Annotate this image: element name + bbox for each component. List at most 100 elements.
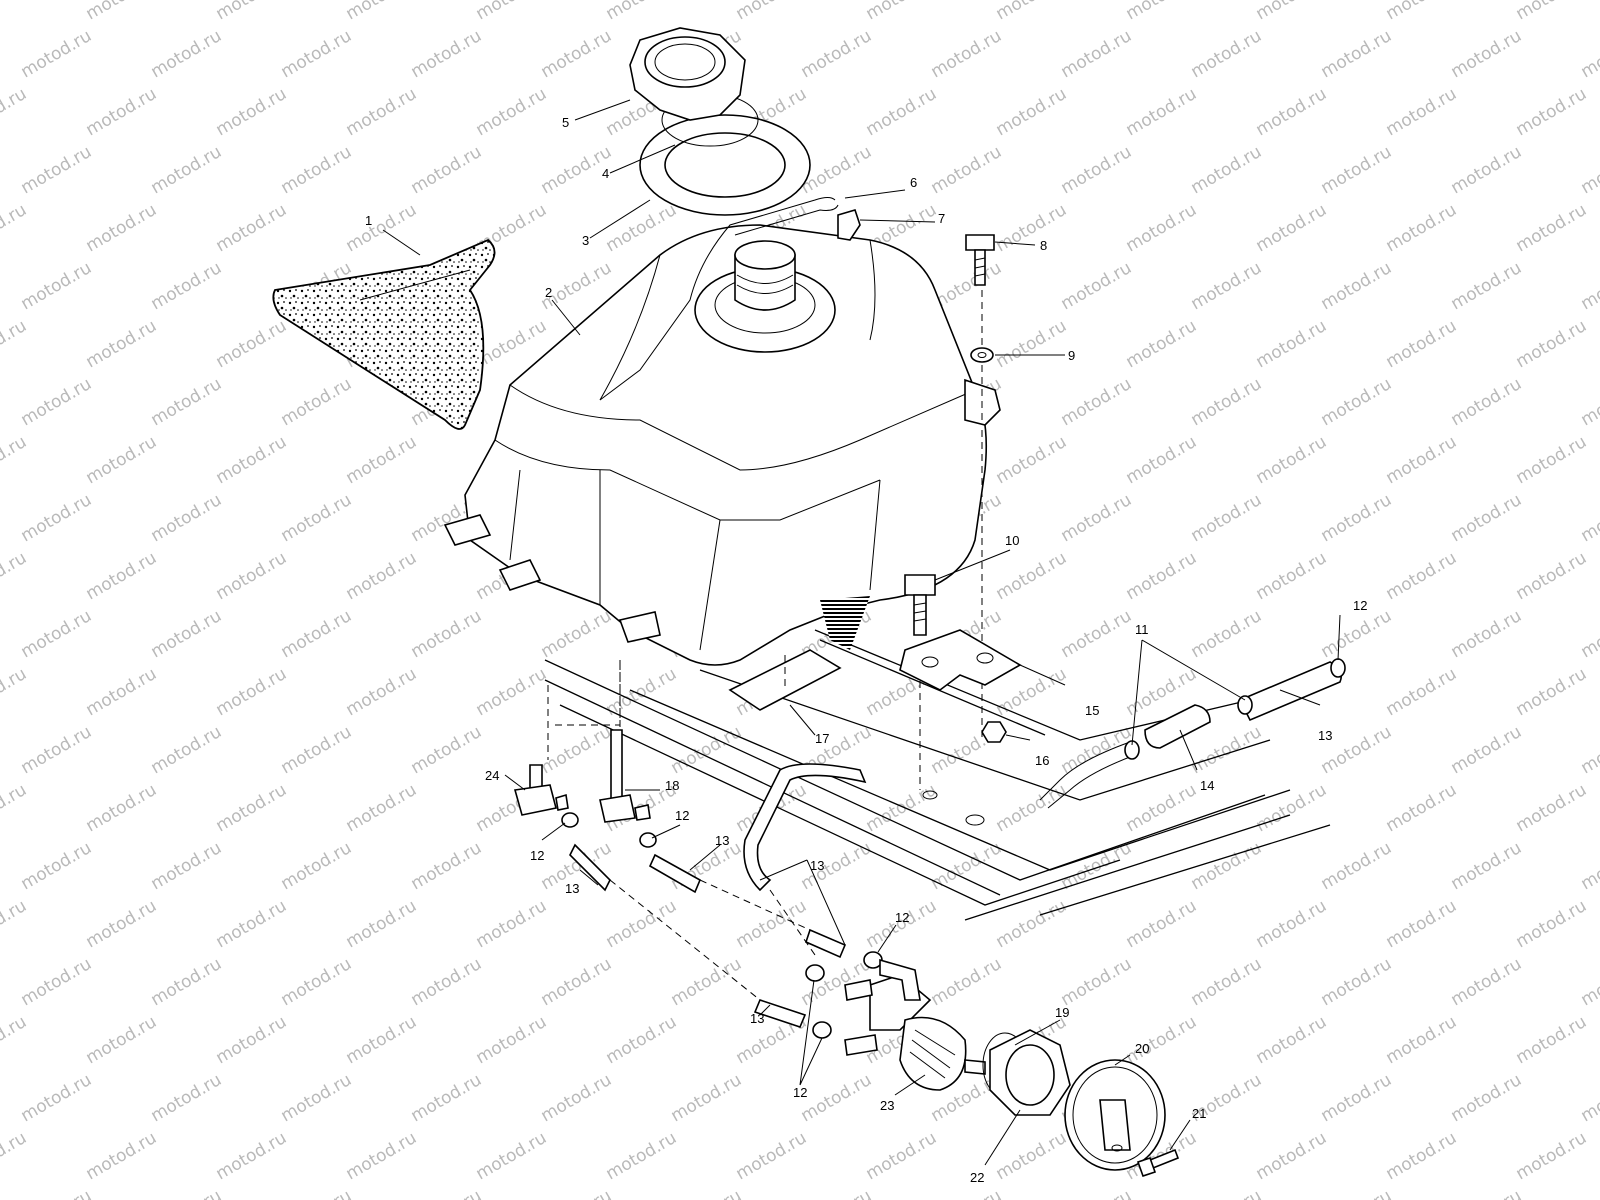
watermark-text: motod.ru — [408, 26, 486, 82]
watermark-text: motod.ru — [993, 548, 1071, 604]
watermark-text: motod.ru — [18, 490, 96, 546]
watermark-text: motod.ru — [473, 896, 551, 952]
watermark-text: motod.ru — [1383, 84, 1461, 140]
watermark-text: motod.ru — [798, 1070, 876, 1126]
watermark-text: motod.ru — [1513, 1128, 1591, 1184]
watermark-text: motod.ru — [1318, 374, 1396, 430]
watermark-text: motod.ru — [148, 26, 226, 82]
watermark-text: motod.ru — [1188, 954, 1266, 1010]
watermark-text: motod.ru — [343, 780, 421, 836]
watermark-text: motod.ru — [343, 200, 421, 256]
callout-7: 7 — [938, 211, 945, 226]
watermark-text: motod.ru — [1578, 258, 1600, 314]
watermark-text: motod.ru — [1448, 374, 1526, 430]
watermark-text: motod.ru — [18, 1186, 96, 1200]
watermark-text: motod.ru — [83, 664, 161, 720]
watermark-text: motod.ru — [733, 1128, 811, 1184]
watermark-text: motod.ru — [1058, 1186, 1136, 1200]
callout-labels: 1 2 3 4 5 6 7 8 9 10 11 12 12 12 12 12 1… — [365, 115, 1367, 1185]
watermark-text: motod.ru — [148, 142, 226, 198]
watermark-text: motod.ru — [538, 1070, 616, 1126]
bolt — [965, 234, 995, 286]
callout-2: 2 — [545, 285, 552, 300]
watermark-text: motod.ru — [928, 1186, 1006, 1200]
watermark-text: motod.ru — [1578, 722, 1600, 778]
watermark-text: motod.ru — [0, 0, 30, 24]
watermark-text: motod.ru — [213, 200, 291, 256]
watermark-text: motod.ru — [343, 1012, 421, 1068]
watermark-text: motod.ru — [213, 316, 291, 372]
watermark-text: motod.ru — [538, 1186, 616, 1200]
watermark-text: motod.ru — [1188, 258, 1266, 314]
watermark-text: motod.ru — [18, 26, 96, 82]
watermark-text: motod.ru — [1578, 838, 1600, 894]
watermark-text: motod.ru — [538, 606, 616, 662]
callout-17: 17 — [815, 731, 829, 746]
watermark-text: motod.ru — [1253, 432, 1331, 488]
watermark-text: motod.ru — [1578, 142, 1600, 198]
watermark-text: motod.ru — [408, 1070, 486, 1126]
watermark-text: motod.ru — [1513, 1012, 1591, 1068]
watermark-text: motod.ru — [1123, 896, 1201, 952]
watermark-text: motod.ru — [1448, 722, 1526, 778]
watermark-text: motod.ru — [83, 548, 161, 604]
watermark-text: motod.ru — [1253, 1128, 1331, 1184]
watermark-text: motod.ru — [1058, 954, 1136, 1010]
watermark-text: motod.ru — [343, 896, 421, 952]
watermark-text: motod.ru — [0, 84, 30, 140]
watermark-text: motod.ru — [1513, 316, 1591, 372]
fitting — [599, 729, 651, 823]
watermark-text: motod.ru — [603, 1128, 681, 1184]
watermark-text: motod.ru — [1578, 954, 1600, 1010]
watermark-text: motod.ru — [1188, 606, 1266, 662]
watermark-text: motod.ru — [1383, 0, 1461, 24]
watermark-text: motod.ru — [928, 142, 1006, 198]
watermark-text: motod.ru — [83, 0, 161, 24]
watermark-text: motod.ru — [213, 0, 291, 24]
watermark-text: motod.ru — [1253, 780, 1331, 836]
watermark-text: motod.ru — [993, 316, 1071, 372]
watermark-text: motod.ru — [733, 896, 811, 952]
watermark-text: motod.ru — [213, 548, 291, 604]
watermark-text: motod.ru — [473, 1128, 551, 1184]
callout-11: 11 — [1135, 622, 1149, 637]
watermark-text: motod.ru — [1448, 954, 1526, 1010]
washer — [970, 347, 994, 363]
callout-23: 23 — [880, 1098, 894, 1113]
callout-12c: 12 — [530, 848, 544, 863]
callout-24: 24 — [485, 768, 499, 783]
watermark-text: motod.ru — [343, 432, 421, 488]
callout-13b: 13 — [715, 833, 729, 848]
watermark-text: motod.ru — [993, 200, 1071, 256]
watermark-text: motod.ru — [0, 1012, 30, 1068]
elbow-fitting — [513, 764, 569, 816]
watermark-text: motod.ru — [1188, 490, 1266, 546]
callout-4: 4 — [602, 166, 609, 181]
watermark-text: motod.ru — [993, 84, 1071, 140]
watermark-text: motod.ru — [343, 0, 421, 24]
watermark-text: motod.ru — [1318, 26, 1396, 82]
watermark-text: motod.ru — [83, 84, 161, 140]
watermark-text: motod.ru — [473, 84, 551, 140]
bolt — [904, 574, 936, 636]
watermark-text: motod.ru — [668, 722, 746, 778]
watermark-text: motod.ru — [278, 954, 356, 1010]
watermark-text: motod.ru — [408, 1186, 486, 1200]
watermark-text: motod.ru — [213, 84, 291, 140]
watermark-text: motod.ru — [1448, 1070, 1526, 1126]
watermark-text: motod.ru — [83, 780, 161, 836]
watermark-text: motod.ru — [1383, 432, 1461, 488]
watermark-text: motod.ru — [1188, 374, 1266, 430]
watermark-text: motod.ru — [1058, 722, 1136, 778]
watermark-text: motod.ru — [1383, 780, 1461, 836]
callout-21: 21 — [1192, 1106, 1206, 1121]
watermark-text: motod.ru — [1513, 780, 1591, 836]
watermark-text: motod.ru — [343, 548, 421, 604]
bracket — [899, 629, 1022, 691]
watermark-text: motod.ru — [1513, 548, 1591, 604]
watermark-text: motod.ru — [278, 142, 356, 198]
watermark-text: motod.ru — [1448, 258, 1526, 314]
watermark-text: motod.ru — [213, 1128, 291, 1184]
watermark-text: motod.ru — [1123, 548, 1201, 604]
watermark-text: motod.ru — [1448, 142, 1526, 198]
